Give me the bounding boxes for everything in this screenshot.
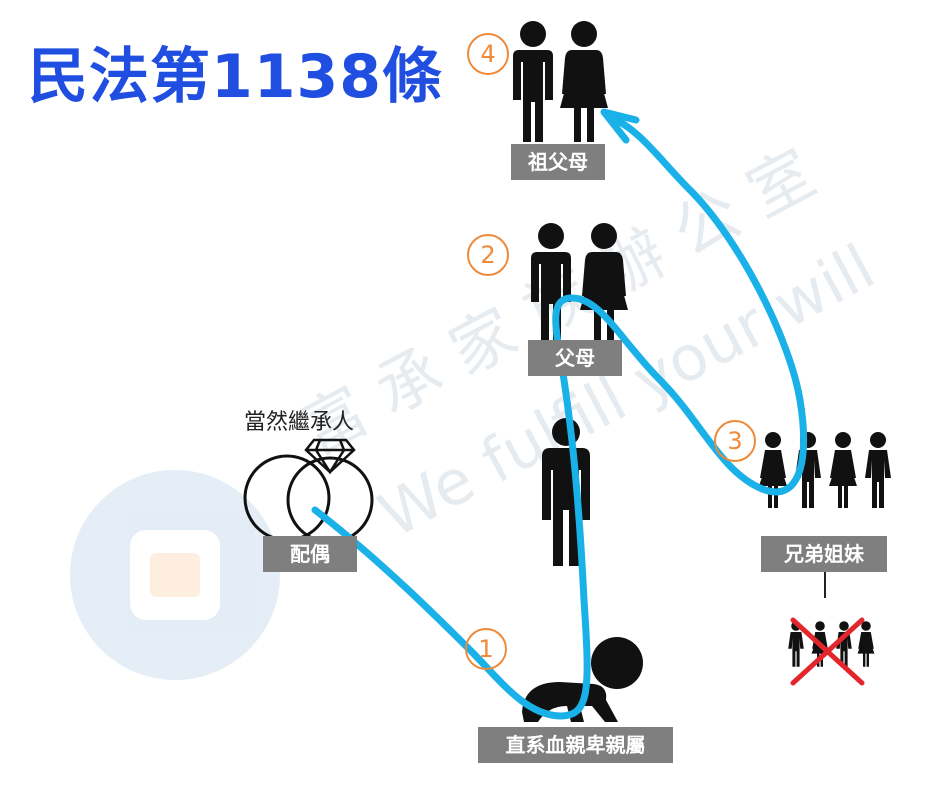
order-badge-4: 4 (467, 33, 509, 75)
order-arrow-path (311, 114, 808, 720)
grandparents-figures (513, 21, 608, 142)
page-title: 民法第1138條 (28, 42, 443, 112)
rings-icon (243, 454, 374, 544)
spouse-note: 當然繼承人 (244, 410, 355, 435)
siblings-label: 兄弟姐妹 (761, 536, 887, 572)
grandparents-label: 祖父母 (511, 144, 605, 180)
order-badge-1: 1 (465, 628, 507, 670)
arrow-head (600, 108, 640, 144)
parents-label: 父母 (528, 340, 622, 376)
watermark-logo (70, 470, 280, 680)
spouse-label: 配偶 (263, 536, 357, 572)
cross-icon (790, 617, 865, 686)
descendants-label: 直系血親卑親屬 (478, 727, 673, 763)
siblings-figures (759, 432, 891, 508)
diamond-icon (304, 438, 356, 475)
order-badge-2: 2 (467, 234, 509, 276)
order-badge-3: 3 (714, 420, 756, 462)
